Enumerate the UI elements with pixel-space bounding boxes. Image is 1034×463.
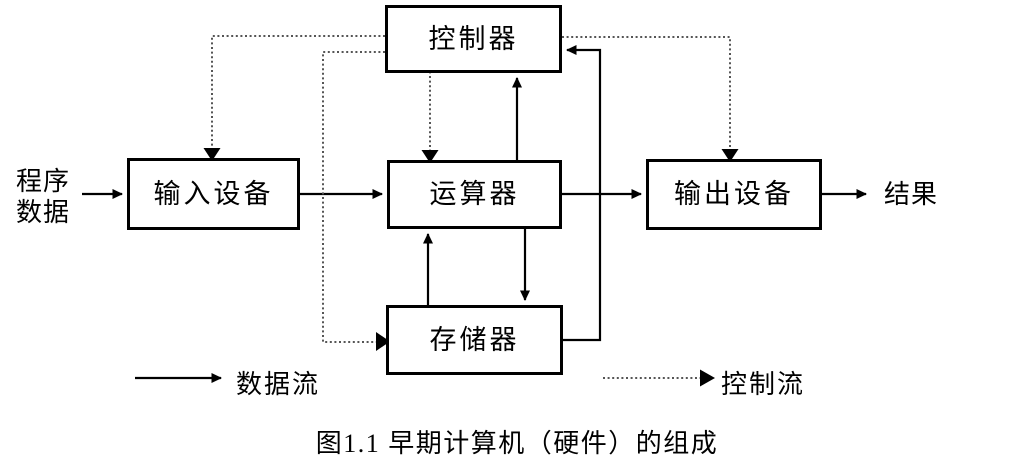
node-output-device[interactable]: 输出设备 [646, 159, 822, 230]
arrowhead-controller-to-memory [376, 332, 390, 351]
legend-data-flow-text: 数据流 [236, 370, 321, 399]
figure-caption-text: 图1.1 早期计算机（硬件）的组成 [315, 429, 719, 458]
legend-control-flow-label: 控制流 [721, 364, 805, 401]
node-memory[interactable]: 存储器 [386, 305, 563, 375]
external-output-label-text: 结果 [884, 180, 939, 209]
external-input-label: 程序 数据 [16, 167, 70, 228]
figure-caption: 图1.1 早期计算机（硬件）的组成 [0, 423, 1034, 460]
legend-control-flow-arrowhead [700, 369, 715, 387]
arrowhead-controller-to-output [721, 149, 739, 162]
node-memory-label: 存储器 [429, 324, 520, 355]
legend-data-flow-label: 数据流 [236, 364, 320, 401]
node-input-device[interactable]: 输入设备 [127, 158, 300, 230]
edge-controller-to-memory [322, 51, 385, 343]
node-controller-label: 控制器 [428, 23, 519, 54]
edge-controller-to-input [211, 35, 385, 148]
node-input-device-label: 输入设备 [153, 178, 274, 209]
edge-controller-to-output [562, 36, 731, 149]
arrowhead-controller-to-input [203, 148, 221, 161]
edge-memory-to-controller [563, 45, 602, 342]
arrowhead-controller-to-alu [421, 150, 439, 163]
external-output-label: 结果 [884, 180, 938, 211]
node-alu-label: 运算器 [429, 179, 520, 209]
legend-control-flow-text: 控制流 [721, 370, 806, 399]
external-input-label-line2: 数据 [16, 197, 71, 227]
node-controller[interactable]: 控制器 [385, 5, 562, 73]
node-alu[interactable]: 运算器 [387, 160, 562, 229]
external-input-label-line1: 程序 [16, 167, 71, 196]
node-output-device-label: 输出设备 [674, 179, 794, 209]
